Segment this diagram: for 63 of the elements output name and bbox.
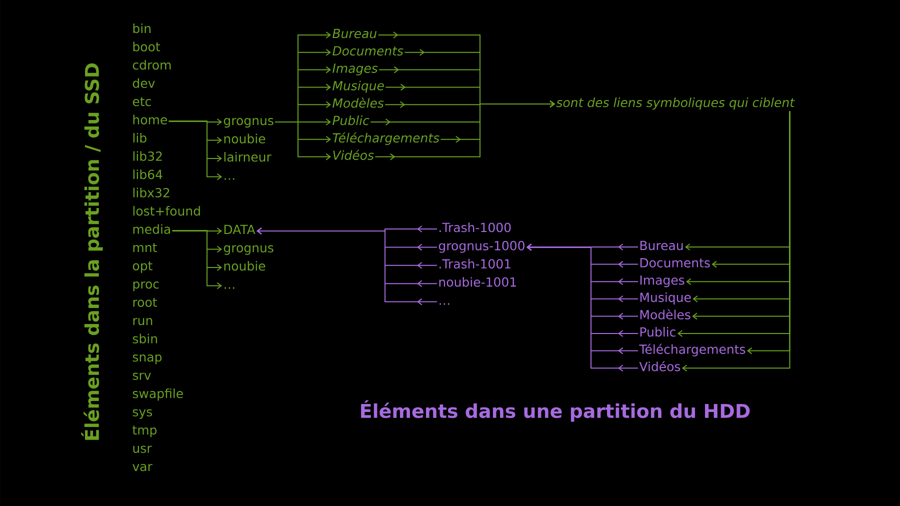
directory-label: lib32 (133, 151, 162, 161)
directory-label: var (132, 464, 152, 472)
directory-label: Images (640, 275, 684, 288)
directory-label: libx32 (133, 188, 170, 198)
directory-label: mnt (133, 243, 157, 252)
arrow (172, 230, 222, 290)
directory-label: DATA (224, 224, 256, 234)
directory-label: Téléchargements (639, 344, 746, 356)
directory-label: home (133, 114, 167, 124)
directory-label: lib (133, 133, 146, 143)
directory-label: .Trash-1000 (440, 222, 511, 232)
heading: Éléments dans une partition du HDD (361, 400, 750, 422)
directory-label: Documents (640, 258, 710, 268)
directory-label: Bureau (640, 240, 683, 250)
directory-label: sys (132, 409, 152, 419)
arrow (168, 120, 222, 180)
directory-label: grognus-1000 (438, 240, 524, 253)
directory-label: … (440, 303, 450, 305)
directory-label: … (224, 287, 234, 289)
directory-label: Téléchargements (332, 132, 440, 145)
arrow (256, 228, 438, 306)
directory-label: swapfile (132, 388, 183, 401)
directory-label: sbin (132, 334, 157, 344)
directory-label: media (133, 224, 170, 234)
directory-label: Public (640, 327, 676, 337)
directory-label: etc (132, 97, 151, 106)
directory-label: Bureau (332, 28, 377, 38)
directory-label: sont des liens symboliques qui ciblent (556, 98, 795, 110)
directory-label: proc (133, 282, 159, 292)
directory-label: noubie (224, 261, 266, 271)
directory-label: run (133, 318, 152, 326)
directory-label: usr (133, 446, 152, 453)
directory-label: bin (133, 24, 150, 34)
directory-label: Musique (640, 292, 691, 304)
directory-label: Public (332, 116, 370, 126)
arrow (682, 110, 790, 372)
directory-label: grognus (224, 118, 274, 128)
arrow (374, 100, 555, 160)
directory-label: boot (133, 42, 160, 52)
directory-label: grognus (224, 245, 274, 255)
directory-label: lost+found (133, 206, 200, 216)
directory-label: Documents (332, 46, 404, 56)
vertical-heading: Éléments dans la partition / du SSD (81, 63, 103, 440)
directory-label: noubie (224, 134, 266, 144)
directory-label: … (224, 178, 234, 180)
directory-label: opt (132, 261, 152, 273)
directory-label: Images (332, 64, 378, 76)
directory-label: srv (132, 372, 151, 380)
directory-label: Musique (332, 80, 384, 93)
directory-label: Vidéos (333, 150, 374, 160)
directory-label: tmp (132, 426, 157, 438)
arrow (274, 122, 331, 160)
directory-label: lairneur (224, 152, 272, 162)
directory-label: Modèles (640, 309, 690, 320)
directory-label: root (133, 298, 157, 307)
directory-label: noubie-1001 (439, 277, 516, 287)
directory-label: dev (132, 78, 155, 88)
directory-label: .Trash-1001 (440, 258, 510, 269)
directory-label: Vidéos (639, 361, 680, 372)
directory-label: snap (132, 354, 162, 364)
directory-label: lib64 (133, 170, 162, 180)
directory-label: Modèles (332, 98, 384, 108)
directory-label: cdrom (132, 60, 171, 70)
